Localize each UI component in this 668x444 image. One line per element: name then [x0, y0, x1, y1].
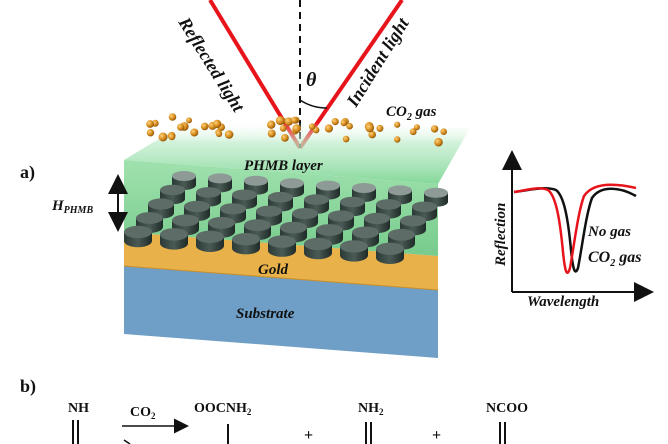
- incident-ray: [298, 0, 404, 150]
- sensor-stack: [123, 120, 470, 358]
- nanopillar: [244, 219, 271, 241]
- co2-molecule: [267, 129, 276, 138]
- substrate-label: Substrate: [236, 306, 295, 322]
- panel-b-label: b): [20, 376, 36, 397]
- reactant-label: NH: [68, 401, 89, 416]
- co2-molecule: [430, 125, 439, 133]
- co2-molecule: [394, 136, 401, 143]
- co2-molecule: [168, 133, 176, 141]
- co2-molecule: [365, 123, 375, 133]
- co2-molecule: [275, 116, 285, 126]
- co2-molecule: [331, 118, 339, 126]
- co2-molecule: [212, 119, 222, 129]
- co2-molecule: [267, 120, 276, 129]
- product2-label: NH2: [358, 401, 384, 417]
- spectrum-y-label: Reflection: [493, 203, 509, 267]
- co2-molecule: [146, 129, 155, 137]
- co2-molecule: [146, 120, 155, 128]
- product3-label: NCOO: [486, 401, 528, 416]
- co2-molecule: [291, 116, 298, 124]
- gold-label: Gold: [258, 262, 289, 278]
- co2-molecule: [308, 123, 316, 130]
- angle-arc: [299, 99, 328, 109]
- legend-co2-gas: CO2 gas: [588, 249, 641, 269]
- co2-molecule: [346, 122, 353, 130]
- co2-molecule: [281, 134, 289, 142]
- co2-molecule: [376, 124, 384, 132]
- nanopillar: [268, 235, 296, 257]
- reflected-light-label: Reflected light: [174, 13, 249, 116]
- co2-molecule: [190, 128, 199, 137]
- co2-molecule: [342, 135, 350, 143]
- phmb-layer-label: PHMB layer: [244, 158, 323, 174]
- co2-molecule: [177, 123, 185, 131]
- co2-molecule: [292, 124, 302, 133]
- co2-molecule: [200, 122, 209, 131]
- spectrum-inset: Reflection Wavelength No gas CO2 gas: [493, 150, 654, 310]
- co2-molecule: [413, 124, 420, 131]
- nanopillar: [340, 196, 365, 217]
- product1-label: OOCNH2: [194, 401, 252, 417]
- plus-sign-1: +: [304, 427, 313, 444]
- co2-molecule: [434, 137, 443, 147]
- co2-molecule: [409, 128, 417, 136]
- panel-a-label: a): [20, 162, 35, 183]
- spectrum-x-label: Wavelength: [527, 294, 599, 310]
- reagent-label: CO2: [130, 405, 156, 421]
- nanopillar: [232, 233, 260, 255]
- co2-particles: [146, 113, 448, 147]
- legend-no-gas: No gas: [587, 224, 631, 240]
- co2-molecule: [284, 117, 293, 126]
- co2-molecule: [324, 124, 333, 133]
- co2-molecule: [279, 124, 287, 132]
- phmb-layer-top: [124, 120, 470, 184]
- co2-molecule: [215, 130, 223, 137]
- curve-no-gas: [513, 187, 637, 273]
- nanopillar: [340, 240, 368, 262]
- co2-molecule: [186, 117, 192, 124]
- co2-gas-label: CO2 gas: [386, 104, 437, 123]
- co2-molecule: [394, 121, 401, 128]
- reaction-scheme: NH CO2 OOCNH2 + NH2 + NCOO: [68, 401, 528, 444]
- co2-molecule: [224, 130, 234, 139]
- co2-molecule: [340, 119, 348, 127]
- plus-sign-2: +: [432, 427, 441, 444]
- nanopillar: [160, 228, 188, 250]
- co2-molecule: [158, 132, 168, 142]
- h-phmb-label: HPHMB: [51, 198, 93, 216]
- nanopillar: [196, 230, 224, 252]
- nanopillar: [124, 225, 152, 248]
- nanopillar: [304, 237, 332, 260]
- incident-light-label: Incident light: [342, 13, 413, 111]
- co2-molecule: [368, 130, 377, 139]
- co2-molecule: [440, 128, 448, 135]
- curve-co2-gas: [513, 183, 637, 274]
- co2-molecule: [168, 113, 177, 121]
- theta-label: θ: [306, 69, 317, 91]
- nanopillar: [388, 185, 412, 205]
- pillar-array: [124, 171, 449, 264]
- nanopillar: [376, 242, 404, 264]
